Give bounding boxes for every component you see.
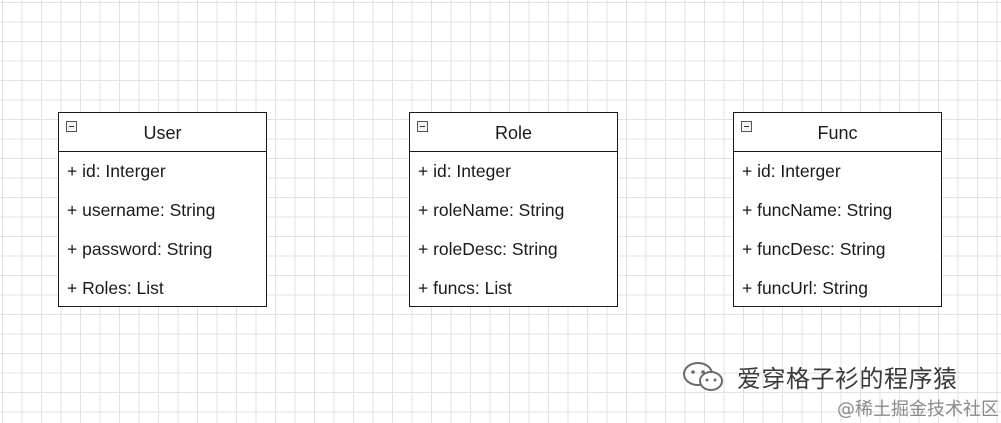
class-name: Role bbox=[494, 122, 533, 143]
wechat-icon bbox=[683, 362, 723, 391]
watermark-title: 爱穿格子衫的程序猿 bbox=[737, 365, 958, 393]
attribute-row[interactable]: + id: Interger bbox=[67, 161, 166, 181]
class-header: Role bbox=[410, 113, 617, 152]
attribute-list: + id: Interger + funcName: String + func… bbox=[734, 152, 941, 308]
class-box-user[interactable]: User + id: Interger + username: String +… bbox=[58, 112, 267, 307]
attribute-row[interactable]: + funcUrl: String bbox=[742, 278, 868, 298]
attribute-row[interactable]: + funcDesc: String bbox=[742, 239, 886, 259]
attribute-row[interactable]: + password: String bbox=[67, 239, 213, 259]
class-name: User bbox=[143, 122, 182, 143]
attribute-row[interactable]: + Roles: List bbox=[67, 278, 164, 298]
watermark-subtitle: @稀土掘金技术社区 bbox=[837, 399, 999, 420]
class-box-role[interactable]: Role + id: Integer + roleName: String + … bbox=[409, 112, 618, 307]
collapse-icon[interactable] bbox=[417, 121, 428, 132]
class-box-func[interactable]: Func + id: Interger + funcName: String +… bbox=[733, 112, 942, 307]
collapse-icon[interactable] bbox=[741, 121, 752, 132]
attribute-row[interactable]: + id: Interger bbox=[742, 161, 841, 181]
watermark: 爱穿格子衫的程序猿 @稀土掘金技术社区 bbox=[681, 353, 1001, 423]
attribute-list: + id: Integer + roleName: String + roleD… bbox=[410, 152, 617, 308]
class-header: Func bbox=[734, 113, 941, 152]
attribute-row[interactable]: + roleName: String bbox=[418, 200, 565, 220]
attribute-list: + id: Interger + username: String + pass… bbox=[59, 152, 266, 308]
collapse-icon[interactable] bbox=[66, 121, 77, 132]
attribute-row[interactable]: + funcs: List bbox=[418, 278, 512, 298]
attribute-row[interactable]: + id: Integer bbox=[418, 161, 511, 181]
class-name: Func bbox=[817, 122, 858, 143]
attribute-row[interactable]: + username: String bbox=[67, 200, 216, 220]
class-header: User bbox=[59, 113, 266, 152]
attribute-row[interactable]: + funcName: String bbox=[742, 200, 893, 220]
attribute-row[interactable]: + roleDesc: String bbox=[418, 239, 558, 259]
